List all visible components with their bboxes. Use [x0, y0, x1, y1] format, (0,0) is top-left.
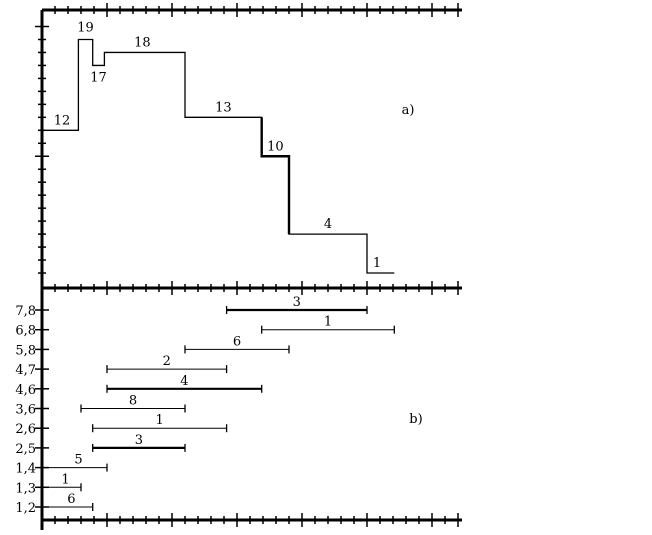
step-segment-bold [260, 117, 291, 235]
interval-count-label: 3 [135, 433, 143, 448]
interval-count-label: 1 [324, 315, 332, 330]
row-label: 4,6 [15, 383, 36, 398]
row-label: 2,6 [15, 422, 36, 437]
step-value-label: 1 [373, 256, 381, 271]
row-label: 6,8 [15, 324, 36, 339]
interval-count-label: 8 [129, 394, 137, 409]
panel-b-interval-chart: 7,8 3 6,8 1 5,8 6 4,7 2 4,6 4 3,6 8 2,6 1 2,5 3 1,4 5 1,3 1… [15, 295, 422, 516]
row-label: 1,4 [15, 462, 36, 477]
step-value-label: 19 [77, 20, 94, 35]
row-label: 5,8 [15, 343, 36, 358]
step-value-label: 10 [267, 139, 284, 154]
panel-b-label: b) [409, 412, 422, 427]
panel-a-step-chart: 12 19 17 18 13 10 4 1 a) [42, 20, 415, 274]
row-label: 1,3 [15, 481, 36, 496]
interval-count-label: 4 [180, 374, 188, 389]
row-label: 7,8 [15, 304, 36, 319]
row-label: 2,5 [15, 442, 36, 457]
step-value-label: 12 [54, 113, 71, 128]
step-value-label: 13 [215, 100, 232, 115]
interval-count-label: 5 [74, 453, 82, 468]
step-value-label: 4 [324, 217, 332, 232]
axes-group [35, 3, 462, 530]
interval-count-label: 2 [163, 354, 171, 369]
interval-count-label: 6 [233, 334, 241, 349]
row-label: 4,7 [15, 363, 36, 378]
interval-count-label: 1 [61, 472, 69, 487]
step-value-label: 18 [134, 35, 151, 50]
panel-a-label: a) [402, 103, 415, 118]
interval-count-label: 6 [67, 492, 75, 507]
step-line [42, 38, 395, 274]
row-label: 3,6 [15, 403, 36, 418]
interval-count-label: 3 [293, 295, 301, 310]
row-label: 1,2 [15, 501, 36, 516]
interval-count-label: 1 [156, 413, 164, 428]
step-value-label: 17 [90, 70, 107, 85]
